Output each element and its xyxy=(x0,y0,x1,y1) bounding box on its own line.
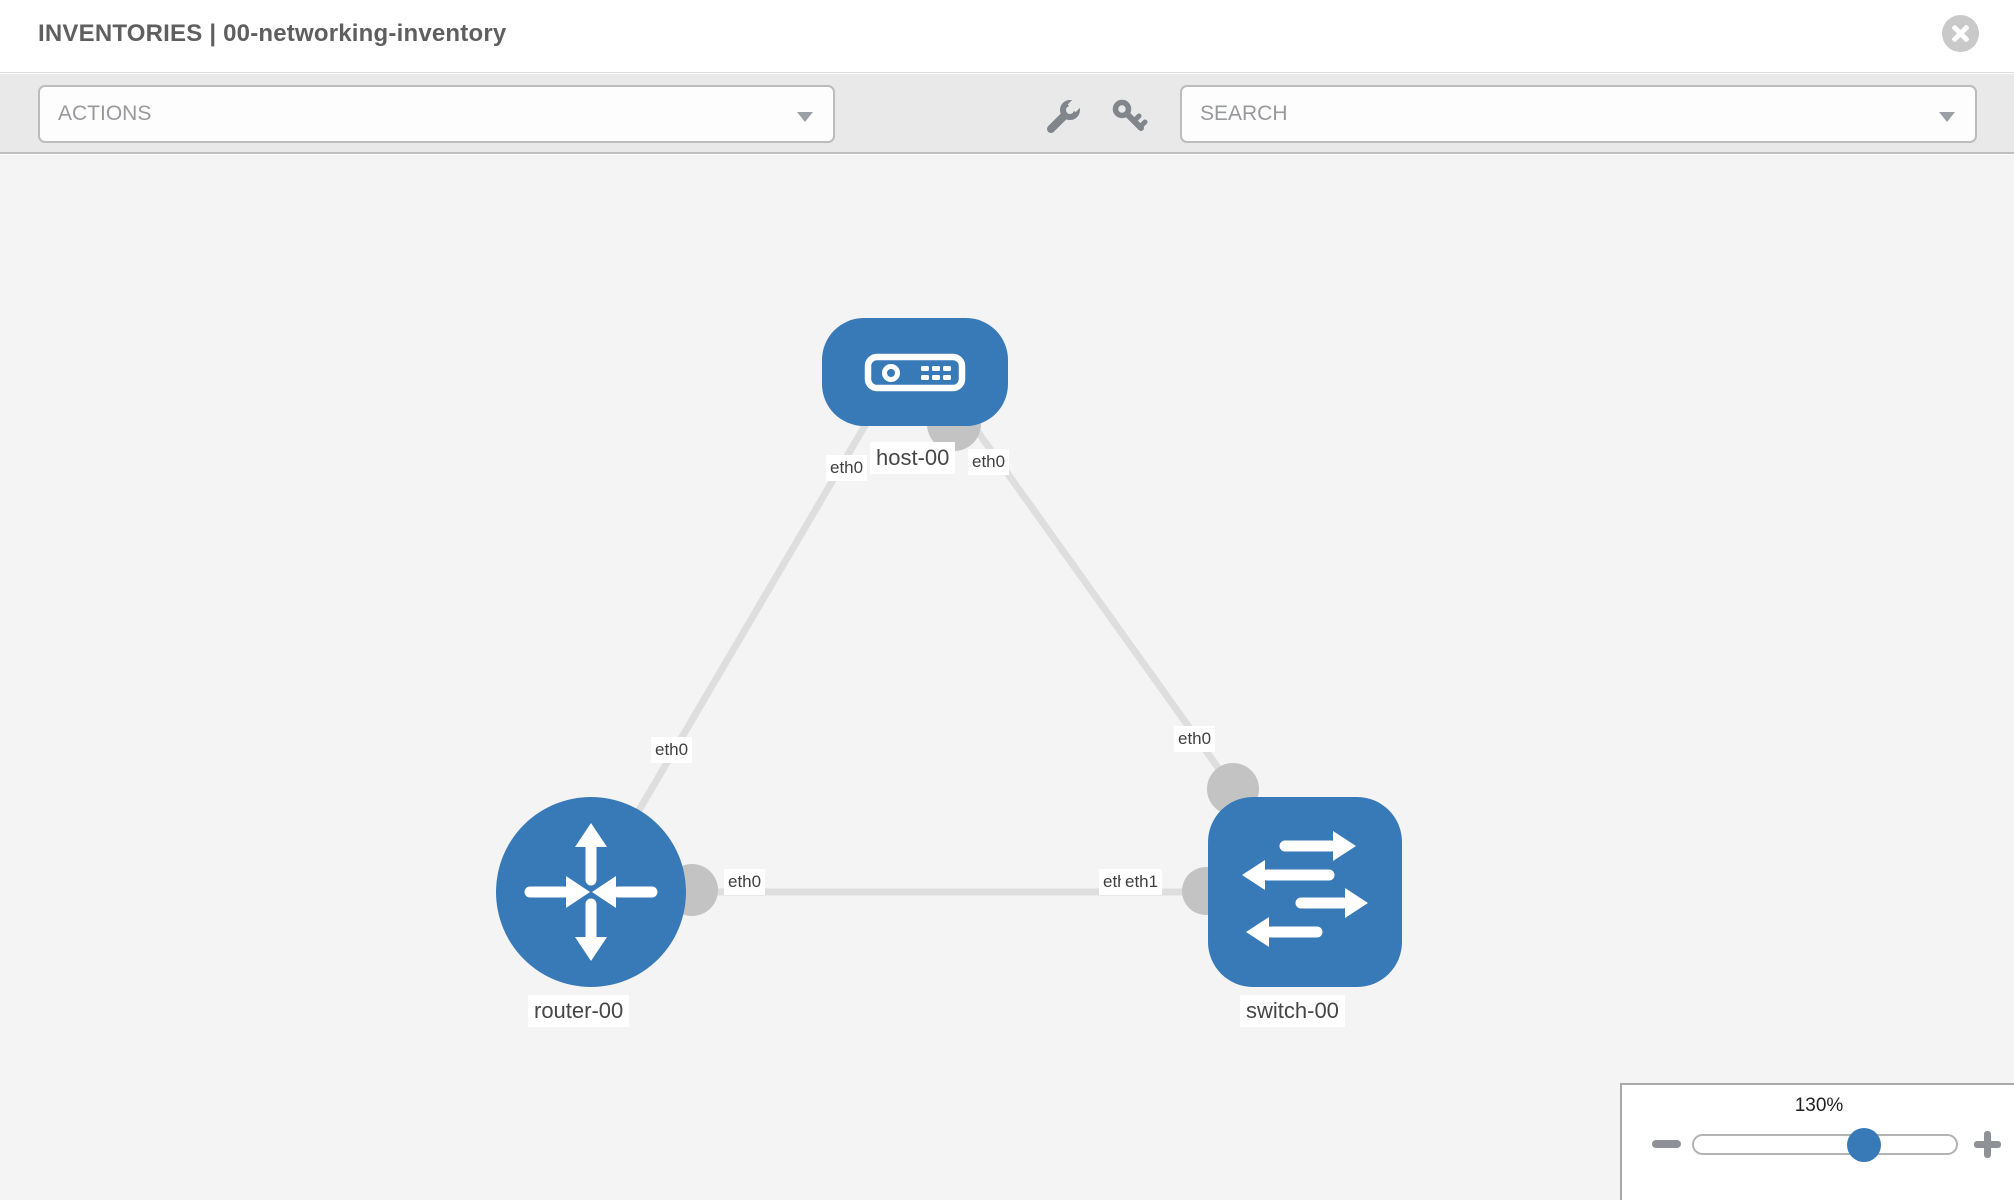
node-switch-00[interactable] xyxy=(1208,797,1402,987)
interface-label: eth0 xyxy=(826,455,868,481)
zoom-control-panel: 130% xyxy=(1620,1083,2014,1200)
search-dropdown-label: SEARCH xyxy=(1200,102,1288,125)
chevron-down-icon xyxy=(797,112,813,122)
header: INVENTORIES | 00-networking-inventory xyxy=(0,0,2014,73)
node-label-host: host-00 xyxy=(870,442,956,474)
zoom-level: 130% xyxy=(1794,1095,1844,1116)
host-icon xyxy=(864,353,966,392)
zoom-in-button[interactable] xyxy=(1974,1131,2001,1158)
close-icon[interactable] xyxy=(1942,15,1979,52)
interface-label: eth0 xyxy=(651,737,693,763)
interface-label: eth0 xyxy=(1174,726,1216,752)
key-icon xyxy=(1112,99,1132,119)
zoom-slider-track[interactable] xyxy=(1692,1134,1958,1155)
actions-dropdown[interactable]: ACTIONS xyxy=(38,85,835,143)
zoom-out-button[interactable] xyxy=(1652,1140,1681,1148)
toolbar: ACTIONS SEARCH xyxy=(0,74,2014,154)
wrench-handle xyxy=(1047,113,1067,133)
interface-label: eth0 xyxy=(724,869,766,895)
interface-label: eth1 xyxy=(1121,869,1163,895)
credentials-button[interactable] xyxy=(1110,98,1150,138)
node-label-router: router-00 xyxy=(528,995,630,1027)
search-dropdown[interactable]: SEARCH xyxy=(1180,85,1977,143)
actions-dropdown-label: ACTIONS xyxy=(58,102,152,125)
topology-svg xyxy=(496,318,1402,987)
wrench-notch xyxy=(1067,98,1084,113)
interface-circles xyxy=(666,397,1259,916)
key-tooth xyxy=(1131,113,1142,124)
router-icon xyxy=(524,823,658,961)
chevron-down-icon xyxy=(1939,112,1955,122)
key-tip xyxy=(1137,119,1148,130)
link-router-host[interactable] xyxy=(587,398,884,894)
node-router-00[interactable] xyxy=(496,797,686,987)
interface-label: eth0 xyxy=(968,449,1010,475)
node-host-00[interactable] xyxy=(822,318,1008,426)
zoom-slider-thumb[interactable] xyxy=(1847,1128,1881,1162)
configure-button[interactable] xyxy=(1044,98,1084,138)
topology-canvas[interactable]: eth0 host-00 eth0 eth0 eth0 eth0 eth0 et… xyxy=(0,155,2014,1200)
page-title: INVENTORIES | 00-networking-inventory xyxy=(38,20,507,47)
node-label-switch: switch-00 xyxy=(1240,995,1345,1027)
switch-icon xyxy=(1242,831,1368,947)
